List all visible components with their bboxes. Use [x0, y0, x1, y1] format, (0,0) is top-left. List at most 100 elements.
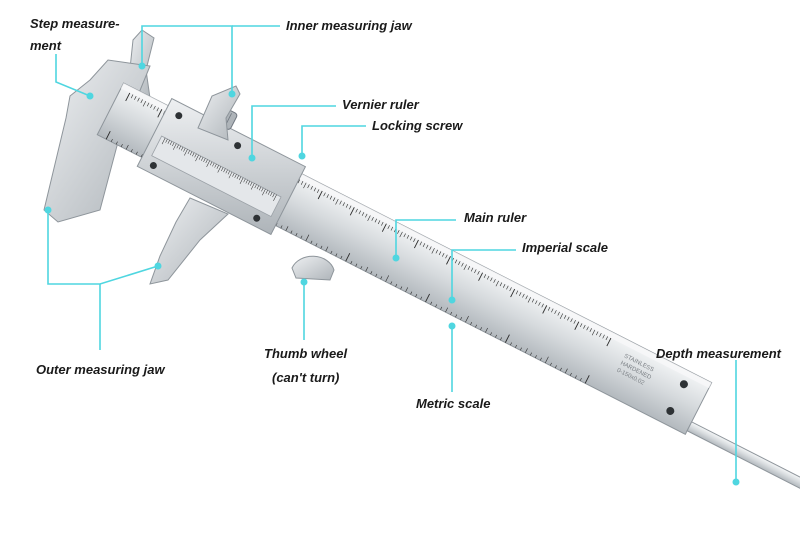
imperial-tick: [549, 362, 552, 366]
imperial-tick: [395, 283, 398, 287]
vernier-tick: [245, 179, 248, 184]
main-tick: [349, 205, 352, 210]
main-tick: [358, 210, 361, 215]
callout-main-ruler: [395, 219, 456, 258]
sliding-inner-jaw: [197, 85, 241, 141]
imperial-tick: [480, 327, 483, 331]
imperial-tick: [515, 344, 517, 348]
main-tick: [335, 199, 339, 205]
main-tick: [342, 202, 345, 207]
imperial-tick: [415, 294, 418, 298]
vernier-window: [151, 135, 282, 218]
main-tick: [316, 189, 320, 194]
main-tick: [606, 337, 612, 347]
vernier-tick: [161, 137, 166, 145]
imperial-tick: [495, 334, 497, 338]
imperial-tick: [430, 301, 433, 305]
imperial-tick: [420, 296, 423, 300]
main-tick: [300, 181, 304, 185]
imperial-tick: [525, 348, 528, 353]
main-tick: [387, 225, 390, 229]
main-tick: [554, 310, 557, 314]
imperial-tick: [500, 337, 502, 341]
callout-lines: [47, 25, 737, 482]
main-tick: [583, 324, 586, 329]
main-tick: [599, 333, 602, 337]
main-tick: [557, 311, 560, 316]
imperial-tick: [470, 322, 473, 325]
main-tick: [371, 216, 374, 221]
imperial-tick: [540, 357, 542, 361]
main-tick: [547, 306, 551, 311]
main-tick: [361, 212, 365, 216]
vernier-tick: [180, 146, 184, 151]
imperial-tick: [310, 240, 313, 244]
main-tick: [422, 243, 426, 247]
vernier-tick: [238, 176, 242, 181]
main-tick: [339, 200, 342, 205]
main-tick: [310, 185, 313, 190]
vernier-tick: [184, 149, 188, 156]
main-tick: [531, 298, 535, 303]
imperial-tick: [390, 281, 393, 285]
main-tick: [454, 259, 458, 264]
main-tick: [541, 303, 544, 308]
vernier-tick: [217, 166, 222, 173]
main-tick: [146, 102, 150, 107]
label-imperial-scale: Imperial scale: [522, 240, 608, 255]
main-tick: [125, 92, 131, 102]
dot-step: [86, 92, 94, 100]
vernier-tick: [250, 182, 253, 186]
vernier-tick: [234, 174, 237, 178]
vernier-tick: [212, 162, 215, 167]
vernier-tick: [239, 177, 244, 184]
label-vernier-ruler: Vernier ruler: [342, 97, 419, 112]
main-tick: [502, 283, 506, 288]
imperial-tick: [435, 304, 438, 308]
main-tick: [579, 323, 583, 328]
vernier-tick: [195, 154, 199, 162]
imperial-tick: [490, 332, 493, 336]
imperial-tick: [125, 144, 129, 150]
vernier-tick: [265, 189, 268, 194]
main-tick: [510, 288, 516, 298]
imperial-tick: [485, 327, 488, 333]
imperial-tick: [410, 291, 413, 295]
main-tick: [355, 208, 358, 213]
main-tick: [551, 308, 554, 313]
main-tick: [509, 287, 512, 292]
vernier-tick: [169, 141, 173, 145]
imperial-tick: [300, 235, 303, 239]
main-tick: [150, 104, 153, 109]
imperial-tick: [280, 225, 283, 229]
imperial-tick: [579, 377, 582, 381]
main-tick: [431, 248, 435, 254]
imperial-tick: [370, 271, 373, 275]
main-tick: [130, 94, 134, 99]
main-tick: [142, 100, 147, 107]
main-tick: [515, 290, 519, 295]
imperial-tick: [530, 352, 532, 356]
main-tick: [381, 221, 384, 226]
imperial-tick: [365, 266, 369, 272]
main-tick: [591, 329, 596, 336]
main-tick: [137, 97, 140, 102]
vernier-tick: [167, 140, 170, 144]
imperial-tick: [535, 355, 537, 359]
main-tick: [519, 292, 522, 297]
dot-vernier: [248, 154, 256, 162]
vernier-tick: [192, 152, 195, 157]
dot-depth: [732, 478, 740, 486]
vernier-tick: [178, 145, 182, 150]
imperial-tick: [290, 230, 293, 234]
main-tick: [367, 215, 371, 221]
main-tick: [522, 293, 525, 298]
imperial-tick: [105, 131, 111, 140]
main-tick: [478, 272, 484, 281]
label-main-ruler: Main ruler: [464, 210, 527, 225]
imperial-tick: [465, 315, 469, 323]
main-tick: [413, 238, 416, 243]
main-tick: [313, 187, 317, 192]
main-tick: [467, 266, 471, 270]
imperial-tick: [564, 368, 568, 374]
